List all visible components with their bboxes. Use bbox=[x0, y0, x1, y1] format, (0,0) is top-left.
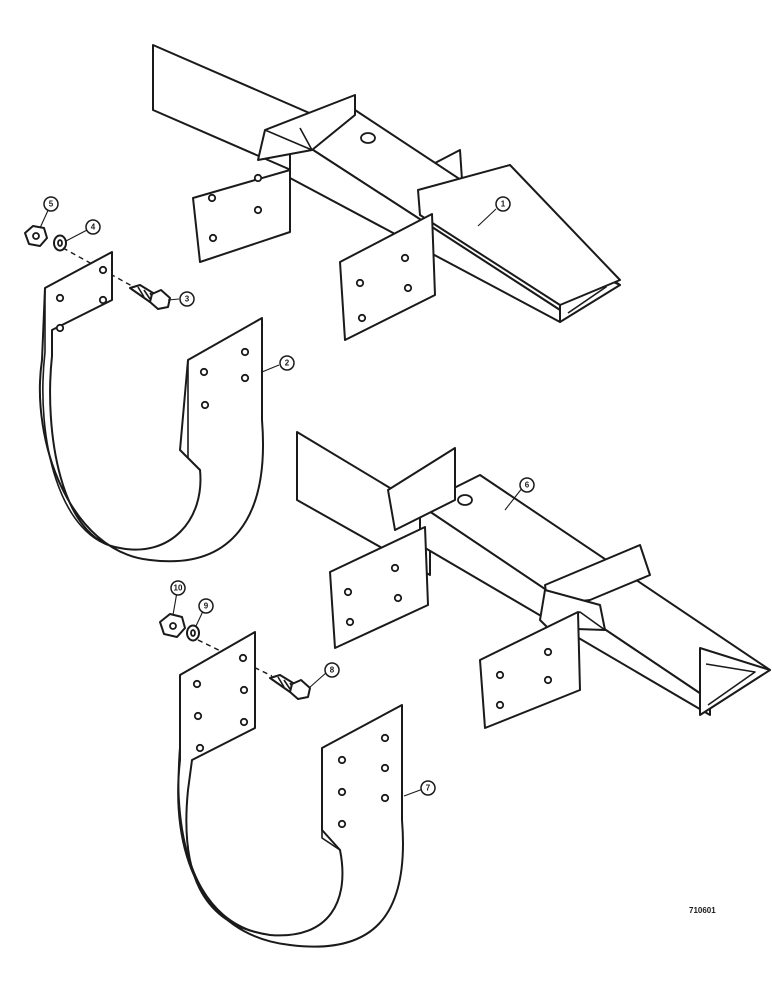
upper-mounting-bracket-assembly bbox=[152, 44, 621, 341]
callout-9: 9 bbox=[198, 598, 214, 614]
callout-10: 10 bbox=[170, 580, 186, 596]
callout-3-label: 3 bbox=[185, 295, 190, 304]
callout-4-label: 4 bbox=[91, 223, 96, 232]
callout-2: 2 bbox=[279, 355, 295, 371]
callout-9-label: 9 bbox=[204, 602, 209, 611]
callout-7-label: 7 bbox=[426, 784, 431, 793]
callout-3: 3 bbox=[179, 291, 195, 307]
callout-6: 6 bbox=[519, 477, 535, 493]
callout-5: 5 bbox=[43, 196, 59, 212]
callout-4: 4 bbox=[85, 219, 101, 235]
lower-mounting-bracket-assembly bbox=[296, 431, 771, 729]
callout-6-label: 6 bbox=[525, 481, 530, 490]
callout-5-label: 5 bbox=[49, 200, 54, 209]
upper-wedge-clamp bbox=[257, 94, 356, 161]
upper-right-bracket-plate bbox=[339, 213, 436, 341]
upper-hardware bbox=[24, 225, 264, 563]
upper-left-bracket-plate bbox=[192, 169, 291, 263]
lower-left-bracket-plate bbox=[329, 526, 429, 649]
lower-u-strap bbox=[177, 631, 404, 948]
lower-back-plate bbox=[296, 431, 431, 576]
callout-2-label: 2 bbox=[285, 359, 290, 368]
lower-bolt-alignment-line bbox=[197, 639, 273, 677]
lower-left-upright-blade bbox=[387, 447, 456, 531]
callout-10-label: 10 bbox=[174, 584, 183, 593]
upper-tube-hole bbox=[360, 132, 376, 144]
upper-u-strap bbox=[38, 251, 264, 563]
lower-hex-bolt bbox=[269, 674, 311, 700]
lower-hardware bbox=[159, 613, 404, 948]
callout-1-label: 1 bbox=[501, 200, 506, 209]
callout-7: 7 bbox=[420, 780, 436, 796]
upper-channel-blade bbox=[417, 164, 621, 306]
callout-1: 1 bbox=[495, 196, 511, 212]
callout-8: 8 bbox=[324, 662, 340, 678]
upper-hex-bolt bbox=[129, 284, 171, 310]
drawing-code: 710601 bbox=[689, 906, 716, 915]
lower-tube-hole bbox=[457, 494, 473, 506]
lower-right-bracket-plate bbox=[479, 611, 581, 729]
callout-8-label: 8 bbox=[330, 666, 335, 675]
lower-tube-channel-end bbox=[699, 647, 771, 716]
